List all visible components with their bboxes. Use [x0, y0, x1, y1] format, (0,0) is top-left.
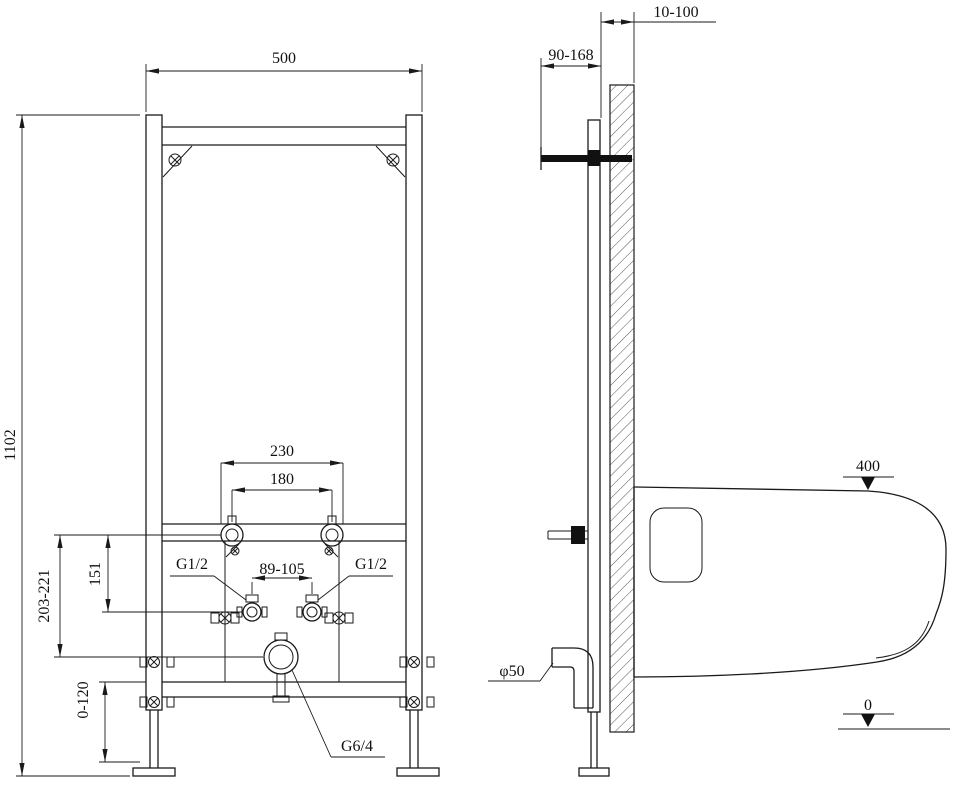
- label-drain-thread: G6/4: [291, 669, 385, 758]
- dim-height-1102: 1102: [2, 114, 140, 777]
- wing-screw-icon: [139, 656, 175, 668]
- datum-400: 400: [843, 458, 894, 490]
- dim-wall-gap-label: 10-100: [653, 4, 698, 21]
- water-right-label: G1/2: [355, 556, 387, 573]
- water-connection-right: [296, 594, 328, 622]
- dim-drain-height-203-221: 203-221: [36, 535, 263, 658]
- dim-height-label: 1102: [2, 429, 19, 460]
- drain-thread-label: G6/4: [341, 738, 373, 755]
- dim-water-height-151: 151: [54, 534, 243, 613]
- dim-wall-gap-10-100: 10-100: [601, 4, 716, 83]
- label-water-right: G1/2: [317, 556, 393, 601]
- screw-icon: [324, 546, 334, 556]
- wing-screw-icon: [324, 611, 354, 625]
- dim-water-height-label: 151: [87, 562, 104, 586]
- height-top-label: 400: [856, 458, 880, 475]
- wing-screw-icons: [139, 611, 435, 708]
- adjustable-feet: [132, 710, 440, 777]
- front-view: 500 1102 230 180 89-105 G1/2: [2, 50, 440, 777]
- drain-diameter-label: φ50: [499, 663, 524, 680]
- frame-profile: [578, 119, 610, 777]
- height-zero-label: 0: [864, 697, 872, 714]
- wall-section: [609, 84, 635, 733]
- bidet-profile: [633, 486, 947, 678]
- drain-elbow: [551, 647, 594, 709]
- dim-bolt-inner-180: 180: [231, 471, 333, 522]
- dim-bolt-outer-label: 230: [270, 443, 294, 460]
- datum-0: 0: [838, 697, 950, 730]
- dim-water-span-89-105: 89-105: [251, 561, 313, 594]
- wing-screw-icon: [399, 696, 435, 708]
- dim-foot-range-label: 0-120: [75, 681, 92, 718]
- wall-anchor-bar: [540, 147, 632, 170]
- dim-width-label: 500: [272, 50, 296, 67]
- support-bracket: [547, 526, 588, 544]
- screw-icon: [230, 546, 240, 556]
- water-left-label: G1/2: [176, 556, 208, 573]
- elevation-marker-icon: [861, 714, 875, 727]
- dim-depth-label: 90-168: [548, 47, 593, 64]
- wing-screw-icon: [139, 696, 175, 708]
- gusset-screw-icons: [168, 153, 400, 556]
- dim-width-500: 500: [145, 50, 423, 112]
- side-view: φ50 400 0 90-168: [488, 4, 950, 777]
- screw-icon: [386, 153, 400, 167]
- label-drain-diameter: φ50: [488, 662, 554, 682]
- drain-connection: [263, 632, 299, 703]
- dim-bolt-outer-230: 230: [220, 443, 344, 524]
- elevation-marker-icon: [861, 477, 875, 490]
- screw-icon: [168, 153, 182, 167]
- wing-screw-icon: [399, 656, 435, 668]
- dim-depth-90-168: 90-168: [540, 12, 602, 150]
- dim-bolt-inner-label: 180: [270, 471, 294, 488]
- label-water-left: G1/2: [170, 556, 247, 601]
- water-connection-left: [236, 594, 268, 622]
- frame-outline: [145, 114, 423, 711]
- dim-water-span-label: 89-105: [259, 561, 304, 578]
- dim-drain-height-label: 203-221: [36, 569, 53, 622]
- dim-foot-range-0-120: 0-120: [75, 681, 146, 763]
